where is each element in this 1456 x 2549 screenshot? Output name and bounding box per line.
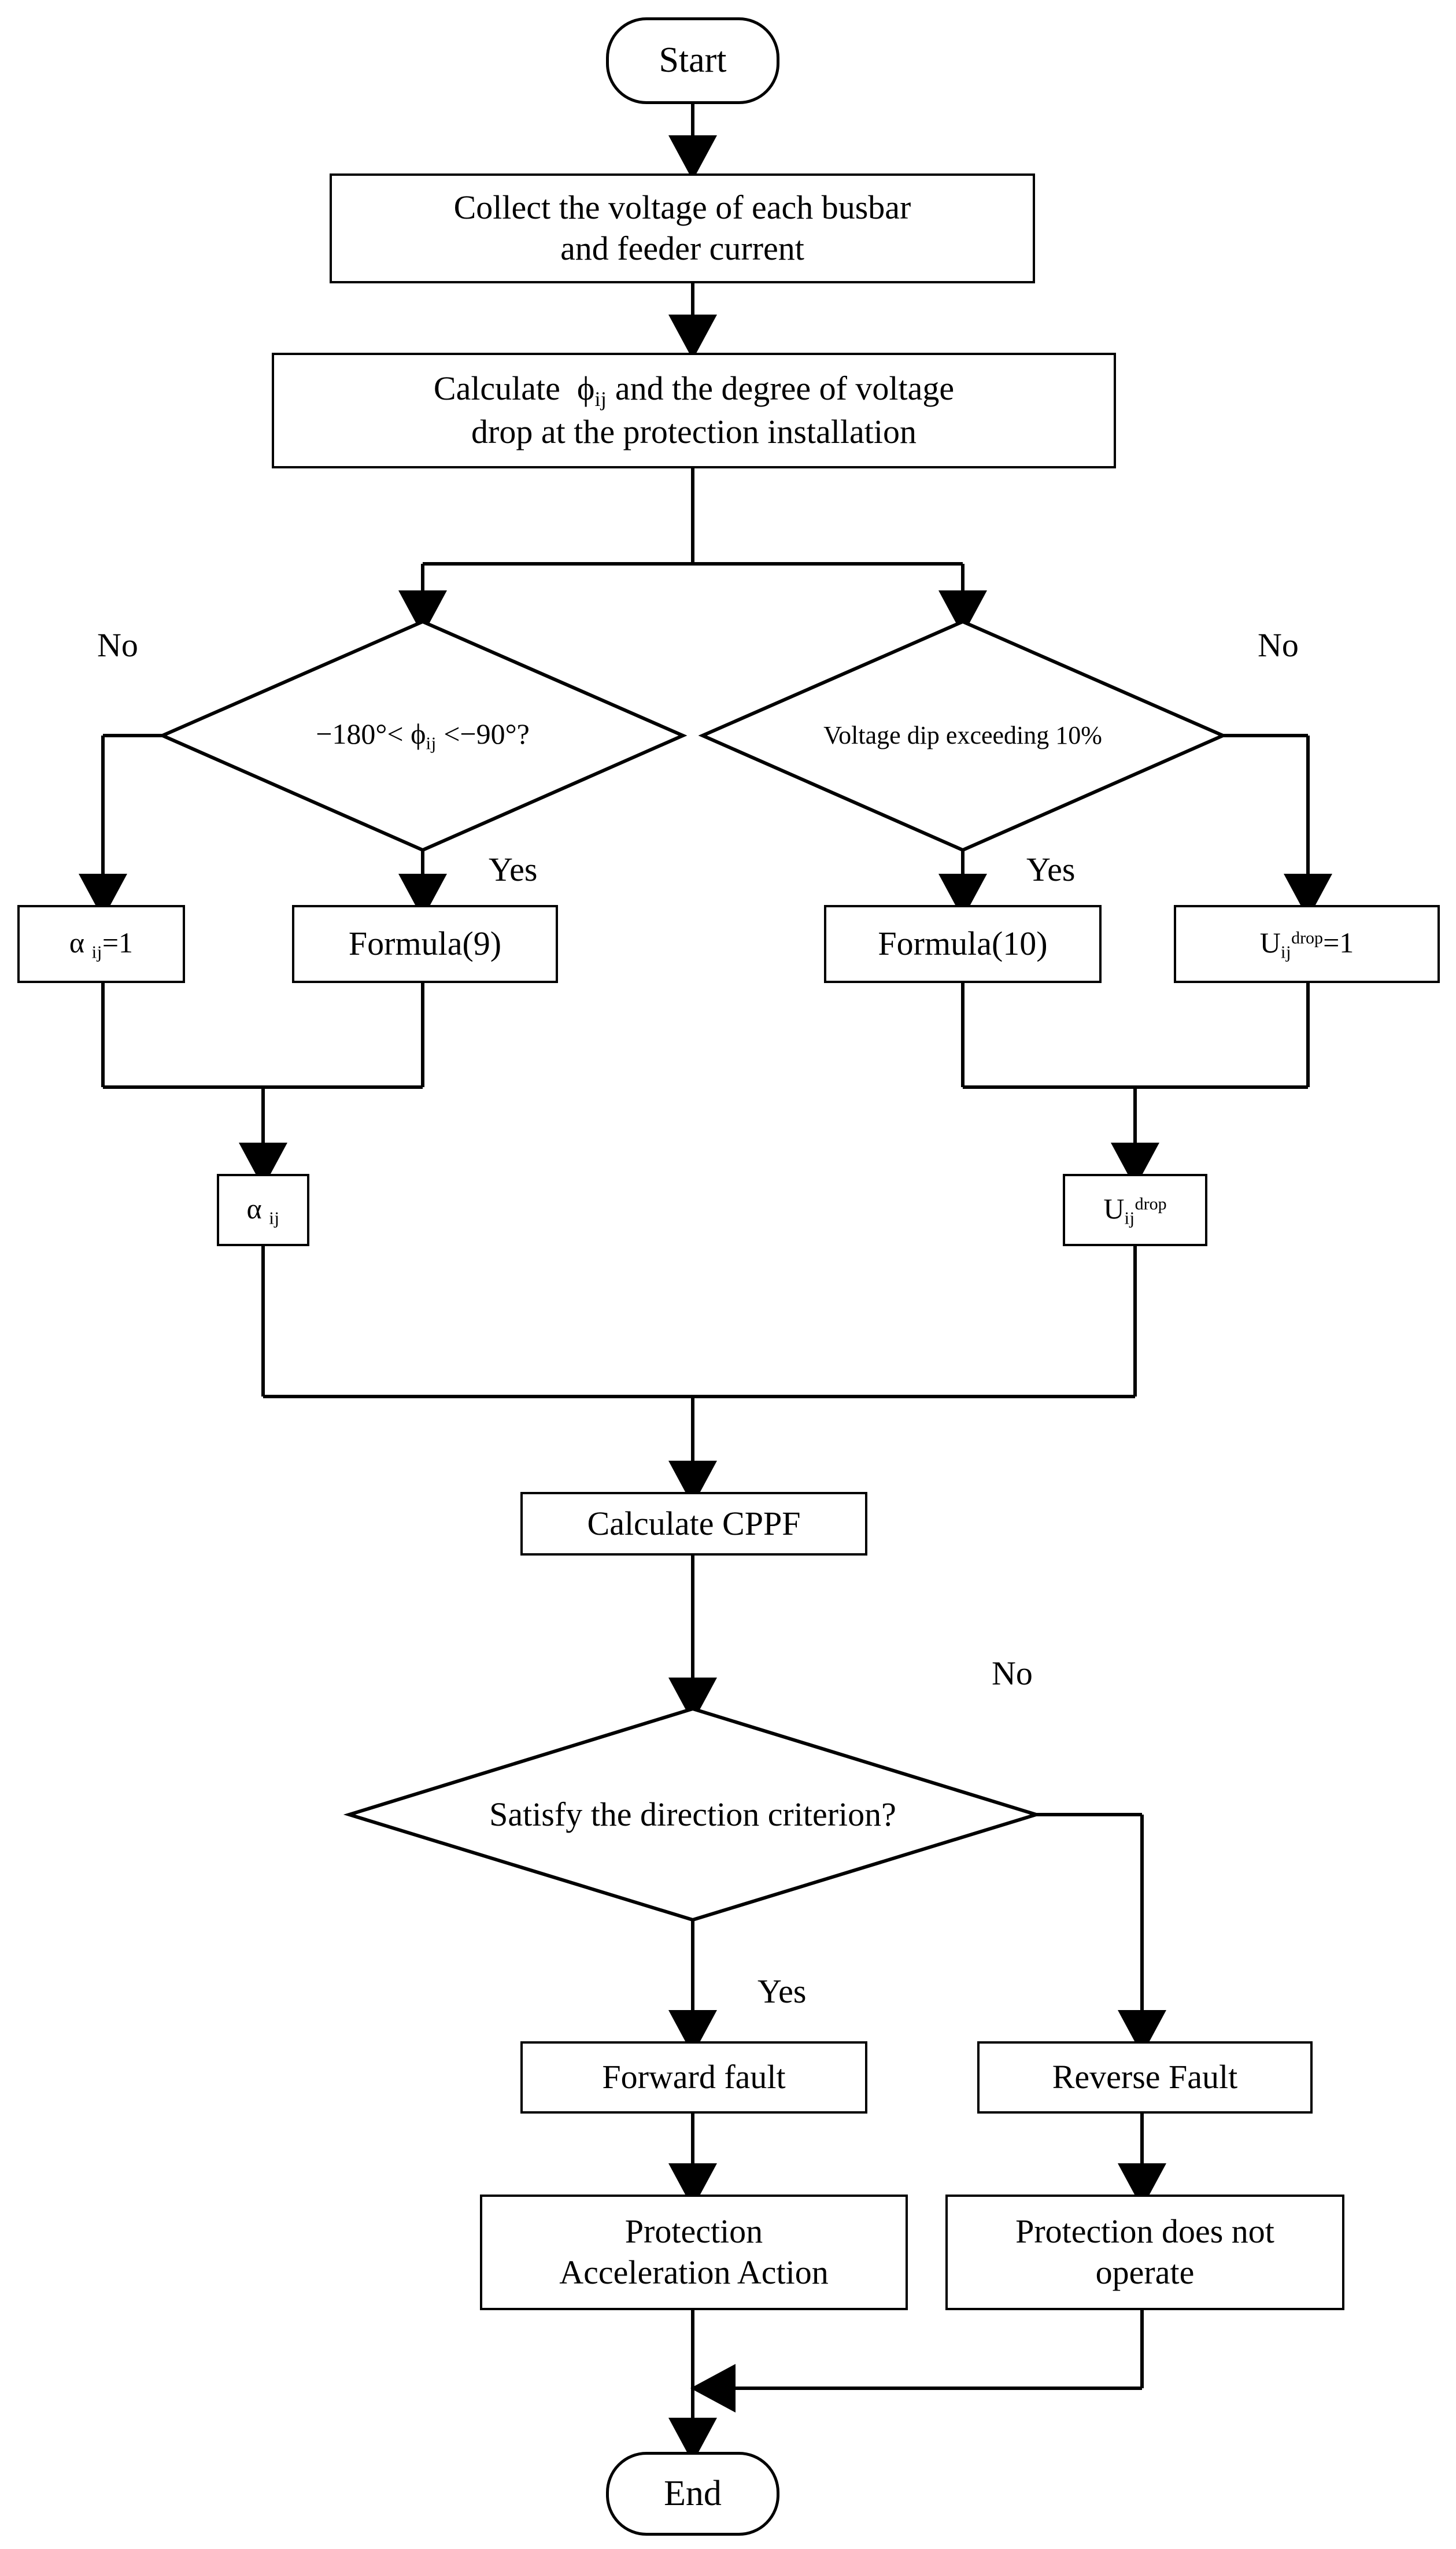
phase-range-subscript: ij	[426, 733, 437, 753]
alpha-result-subscript: ij	[269, 1207, 280, 1228]
phi-symbol: ϕ	[577, 369, 595, 407]
node-formula-9[interactable]: Formula(9)	[292, 905, 558, 983]
collect-line-1: Collect the voltage of each busbar	[453, 189, 911, 227]
edge-label-no-direction: No	[992, 1654, 1033, 1692]
alpha-value: =1	[102, 926, 134, 959]
node-end[interactable]: End	[606, 2452, 779, 2536]
forward-fault-label: Forward fault	[602, 2058, 786, 2096]
alpha-result-symbol: α	[246, 1192, 262, 1225]
node-udrop-result[interactable]: Uijdrop	[1063, 1174, 1207, 1246]
node-end-label: End	[664, 2473, 722, 2513]
alpha-result-label: α ij	[241, 1191, 286, 1229]
node-collect-voltage[interactable]: Collect the voltage of each busbar and f…	[330, 173, 1035, 283]
node-protection-no-operate[interactable]: Protection does not operate	[945, 2195, 1344, 2310]
node-start[interactable]: Start	[606, 17, 779, 104]
udrop-equals-one-label: Uijdrop=1	[1254, 925, 1360, 963]
accel-line-2: Acceleration Action	[559, 2254, 829, 2291]
nooperate-line-1: Protection does not	[1015, 2212, 1274, 2251]
node-protection-acceleration[interactable]: Protection Acceleration Action	[480, 2195, 908, 2310]
node-alpha-result[interactable]: α ij	[217, 1174, 309, 1246]
udrop-result-subscript: ij	[1124, 1207, 1135, 1228]
decision-phase-outline	[158, 619, 688, 852]
calc-phi-line-2: drop at the protection installation	[471, 413, 917, 451]
node-decision-voltage-dip[interactable]: Voltage dip exceeding 10%	[720, 701, 1206, 770]
decision-direction-label: Satisfy the direction criterion?	[489, 1795, 896, 1833]
phi-subscript: ij	[594, 387, 607, 411]
udrop-result-label: Uijdrop	[1097, 1191, 1172, 1229]
calc-phi-line-1: Calculate ϕij and the degree of voltage	[433, 369, 955, 411]
alpha-symbol: α	[69, 926, 85, 959]
edge-label-yes-phase: Yes	[489, 851, 538, 888]
udrop-superscript: drop	[1291, 928, 1324, 948]
calc-phi-word-calculate: Calculate	[433, 369, 560, 407]
phase-range-upper: <−90°?	[436, 718, 530, 751]
phase-range-symbol: ϕ	[411, 718, 426, 751]
calculate-cppf-label: Calculate CPPF	[587, 1504, 801, 1542]
calc-phi-rest: and the degree of voltage	[615, 369, 955, 407]
phase-range-lower: −180°<	[316, 718, 411, 751]
protection-acceleration-label: Protection Acceleration Action	[553, 2211, 834, 2293]
edge-label-yes-direction: Yes	[757, 1972, 807, 2010]
edge-label-no-phase: No	[97, 626, 138, 664]
accel-line-1: Protection	[624, 2212, 763, 2251]
reverse-fault-label: Reverse Fault	[1052, 2058, 1238, 2096]
node-formula-10[interactable]: Formula(10)	[824, 905, 1102, 983]
decision-voltage-dip-label: Voltage dip exceeding 10%	[823, 721, 1102, 750]
edge-label-yes-dip: Yes	[1026, 851, 1076, 888]
node-forward-fault[interactable]: Forward fault	[520, 2041, 867, 2114]
alpha-subscript: ij	[91, 941, 102, 962]
udrop-result-symbol: U	[1103, 1192, 1125, 1225]
node-decision-phase-range[interactable]: −180°< ϕij <−90°?	[174, 695, 671, 776]
node-start-label: Start	[659, 40, 727, 80]
edge-label-no-dip: No	[1258, 626, 1299, 664]
protection-no-operate-label: Protection does not operate	[1010, 2211, 1280, 2293]
node-calculate-phi-label: Calculate ϕij and the degree of voltage …	[428, 368, 960, 453]
formula-9-label: Formula(9)	[348, 925, 502, 963]
node-udrop-equals-one[interactable]: Uijdrop=1	[1174, 905, 1440, 983]
node-alpha-equals-one[interactable]: α ij=1	[17, 905, 185, 983]
collect-line-2: and feeder current	[560, 230, 804, 267]
decision-phase-label: −180°< ϕij <−90°?	[310, 716, 535, 754]
nooperate-line-2: operate	[1095, 2254, 1195, 2291]
udrop-subscript: ij	[1280, 941, 1292, 962]
node-decision-direction[interactable]: Satisfy the direction criterion?	[361, 1774, 1025, 1855]
udrop-symbol: U	[1259, 926, 1281, 959]
udrop-value: =1	[1323, 926, 1354, 959]
node-calculate-phi[interactable]: Calculate ϕij and the degree of voltage …	[272, 353, 1116, 468]
node-collect-voltage-label: Collect the voltage of each busbar and f…	[448, 187, 917, 269]
node-calculate-cppf[interactable]: Calculate CPPF	[520, 1492, 867, 1556]
node-reverse-fault[interactable]: Reverse Fault	[977, 2041, 1313, 2114]
decision-dip-outline	[698, 619, 1228, 852]
decision-direction-outline	[343, 1706, 1043, 1922]
alpha-equals-one-label: α ij=1	[64, 925, 139, 963]
formula-10-label: Formula(10)	[878, 925, 1048, 963]
udrop-result-superscript: drop	[1135, 1194, 1167, 1214]
